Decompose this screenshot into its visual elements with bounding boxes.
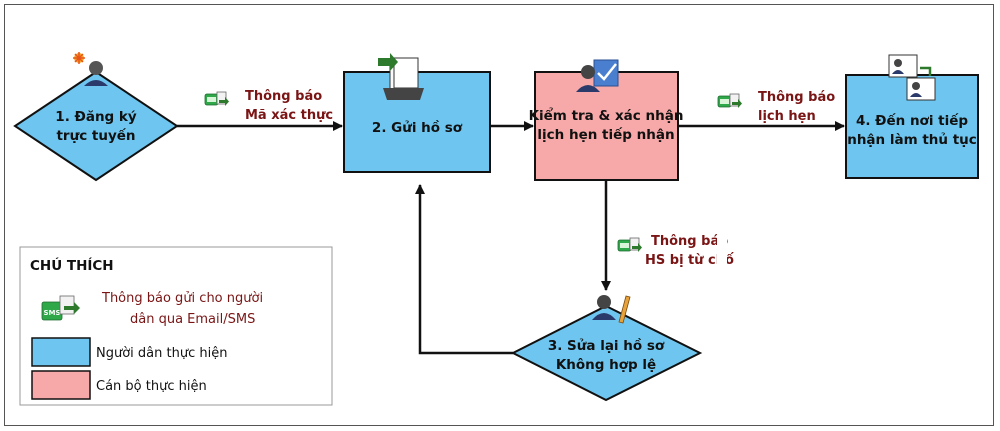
rejected-line2: HS bị từ chố xyxy=(645,253,734,268)
document-tray-icon xyxy=(378,53,424,100)
submit-label: 2. Gửi hồ sơ xyxy=(372,119,463,136)
sms-email-icon xyxy=(617,237,643,253)
appointment-line1: Thông báo xyxy=(758,90,835,105)
check-label-line1: Kiểm tra & xác nhận xyxy=(529,107,684,124)
arrow-fix-to-submit xyxy=(415,184,513,355)
officer-checklist-icon xyxy=(576,59,619,92)
message-appointment: Thông báo lịch hẹn xyxy=(717,90,835,124)
connectors xyxy=(177,121,845,355)
rejected-line1: Thông báo xyxy=(651,234,728,249)
node-register: 1. Đăng ký trực tuyến xyxy=(13,52,179,182)
visit-label-line2: nhận làm thủ tục xyxy=(847,132,977,148)
node-visit: 4. Đến nơi tiếp nhận làm thủ tục xyxy=(845,54,979,179)
node-fix: 3. Sửa lại hồ sơ Không hợp lệ xyxy=(510,295,703,402)
sms-icon-label: SMS xyxy=(43,309,60,317)
legend: CHÚ THÍCH SMS Thông báo gửi cho người dâ… xyxy=(19,246,333,406)
legend-citizen-label: Người dân thực hiện xyxy=(96,346,227,361)
legend-officer-swatch xyxy=(31,370,91,400)
register-label-line1: 1. Đăng ký xyxy=(55,109,137,125)
legend-citizen-swatch xyxy=(31,337,91,367)
text-clip-mask xyxy=(717,230,727,270)
fix-label-line1: 3. Sửa lại hồ sơ xyxy=(548,337,665,354)
people-cards-icon xyxy=(888,54,936,101)
fix-diamond xyxy=(510,304,703,402)
message-rejected: Thông báo HS bị từ chố xyxy=(617,234,734,268)
person-icon xyxy=(73,52,108,86)
register-label-line2: trực tuyến xyxy=(56,127,135,144)
check-box xyxy=(534,71,679,181)
sms-email-icon xyxy=(717,93,743,109)
legend-officer-label: Cán bộ thực hiện xyxy=(96,379,207,394)
node-submit: 2. Gửi hồ sơ xyxy=(343,53,491,173)
legend-message-line1: Thông báo gửi cho người xyxy=(101,291,263,306)
legend-sms-icon: SMS xyxy=(41,295,80,321)
sms-email-icon xyxy=(204,91,230,107)
node-check: Kiểm tra & xác nhận lịch hẹn tiếp nhận xyxy=(529,59,684,181)
visit-label-line1: 4. Đến nơi tiếp xyxy=(856,112,968,129)
appointment-line2: lịch hẹn xyxy=(758,109,816,124)
message-auth-code: Thông báo Mã xác thực xyxy=(204,89,333,123)
auth-code-line1: Thông báo xyxy=(245,89,322,104)
legend-message-line2: dân qua Email/SMS xyxy=(130,312,255,327)
person-pencil-icon xyxy=(592,295,631,324)
fix-label-line2: Không hợp lệ xyxy=(556,357,656,373)
register-diamond xyxy=(13,70,179,182)
legend-title: CHÚ THÍCH xyxy=(30,256,114,274)
auth-code-line2: Mã xác thực xyxy=(245,108,333,123)
check-label-line2: lịch hẹn tiếp nhận xyxy=(537,126,674,143)
